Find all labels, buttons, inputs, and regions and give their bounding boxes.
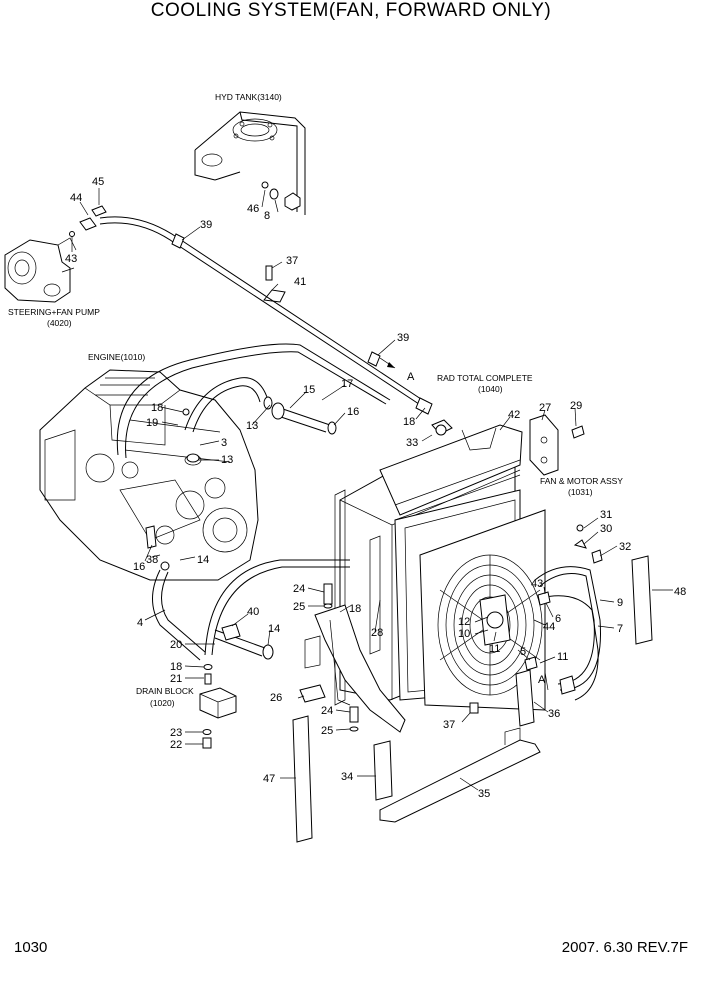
callout: 35: [478, 788, 490, 800]
callout: 32: [619, 541, 631, 553]
callout: 27: [539, 402, 551, 414]
callout: 47: [263, 773, 275, 785]
callout: 4: [137, 617, 143, 629]
drain-block-label-2: (1020): [150, 698, 175, 708]
rad-total-label-2: (1040): [478, 384, 503, 394]
callout: 14: [197, 554, 209, 566]
callout: 33: [406, 437, 418, 449]
callout: 15: [303, 384, 315, 396]
callout: 29: [570, 400, 582, 412]
callout: 19: [146, 417, 158, 429]
callout: 24: [321, 705, 333, 717]
callout: 11: [557, 651, 568, 663]
engine-label: ENGINE(1010): [88, 352, 145, 362]
callout: 8: [264, 210, 270, 222]
svg-text:A: A: [407, 371, 415, 383]
callout: 18: [349, 603, 361, 615]
svg-text:A: A: [538, 674, 546, 686]
hose-39-drawing: [99, 216, 433, 415]
callout: 3: [221, 437, 227, 449]
engine-drawing: [39, 369, 259, 581]
callout: 46: [247, 203, 259, 215]
callout: 13: [246, 420, 258, 432]
callout: 38: [146, 554, 158, 566]
panel-48-drawing: [631, 555, 653, 645]
callout: 20: [170, 639, 182, 651]
callout: 48: [674, 586, 686, 598]
callout: 31: [600, 509, 612, 521]
callout: 44: [70, 192, 82, 204]
bolts-drawing: [323, 583, 479, 732]
steering-fan-pump-drawing: [4, 205, 107, 303]
callout: 36: [548, 708, 560, 720]
rad-total-label-1: RAD TOTAL COMPLETE: [437, 373, 533, 383]
callout: 40: [247, 606, 259, 618]
callout: 37: [443, 719, 455, 731]
leader-lines: [71, 188, 673, 791]
callout: 16: [133, 561, 145, 573]
callout: 44: [543, 621, 555, 633]
callout: 6: [555, 613, 561, 625]
hyd-tank-label: HYD TANK(3140): [215, 92, 282, 102]
fan-motor-label-2: (1031): [568, 487, 593, 497]
callout: 18: [151, 402, 163, 414]
callout: 41: [294, 276, 306, 288]
callout: 12: [458, 616, 470, 628]
callout: 10: [458, 628, 470, 640]
callout: 30: [600, 523, 612, 535]
callout: 43: [65, 253, 77, 265]
drain-block-label-1: DRAIN BLOCK: [136, 686, 194, 696]
callout: 18: [403, 416, 415, 428]
callout: 45: [92, 176, 104, 188]
callout: 28: [371, 627, 383, 639]
callout: 21: [170, 673, 182, 685]
callout: 39: [397, 332, 409, 344]
callout: 17: [341, 378, 353, 390]
steering-pump-label-2: (4020): [47, 318, 72, 328]
callout: 7: [617, 623, 623, 635]
revision-date: 2007. 6.30 REV.7F: [561, 939, 688, 956]
callout: 24: [293, 583, 305, 595]
view-marker-a-bottom: A: [538, 671, 549, 691]
callout: 26: [270, 692, 282, 704]
callout: 23: [170, 727, 182, 739]
callout: 42: [508, 409, 520, 421]
page-title: COOLING SYSTEM(FAN, FORWARD ONLY): [150, 0, 552, 21]
callout: 14: [268, 623, 280, 635]
callout: 18: [170, 661, 182, 673]
callout: 39: [200, 219, 212, 231]
drain-block-drawing: [199, 664, 237, 749]
callout: 11: [489, 643, 500, 655]
hose-4-20-drawing: [145, 525, 350, 661]
view-marker-a-top: A: [379, 357, 415, 383]
callout: 22: [170, 739, 182, 751]
callout: 37: [286, 255, 298, 267]
callout: 5: [520, 646, 526, 658]
hose-17-drawing: [116, 343, 391, 463]
callout-numbers: 45 44 43 46 8 39 37 41 39 17 15 16 18 18…: [65, 176, 686, 800]
callout: 34: [341, 771, 353, 783]
callout: 9: [617, 597, 623, 609]
support-bracket-drawing: [299, 604, 406, 733]
callout: 13: [221, 454, 233, 466]
callout: 43: [531, 578, 543, 590]
hyd-tank-drawing: [194, 111, 306, 215]
bracket-27-drawing: [529, 414, 585, 476]
page-number: 1030: [14, 939, 48, 956]
callout: 25: [321, 725, 333, 737]
fan-motor-drawing: [394, 489, 603, 711]
panels-bottom-drawing: [292, 669, 541, 843]
callout: 16: [347, 406, 359, 418]
steering-pump-label-1: STEERING+FAN PUMP: [8, 307, 100, 317]
callout: 25: [293, 601, 305, 613]
fan-motor-label-1: FAN & MOTOR ASSY: [540, 476, 623, 486]
